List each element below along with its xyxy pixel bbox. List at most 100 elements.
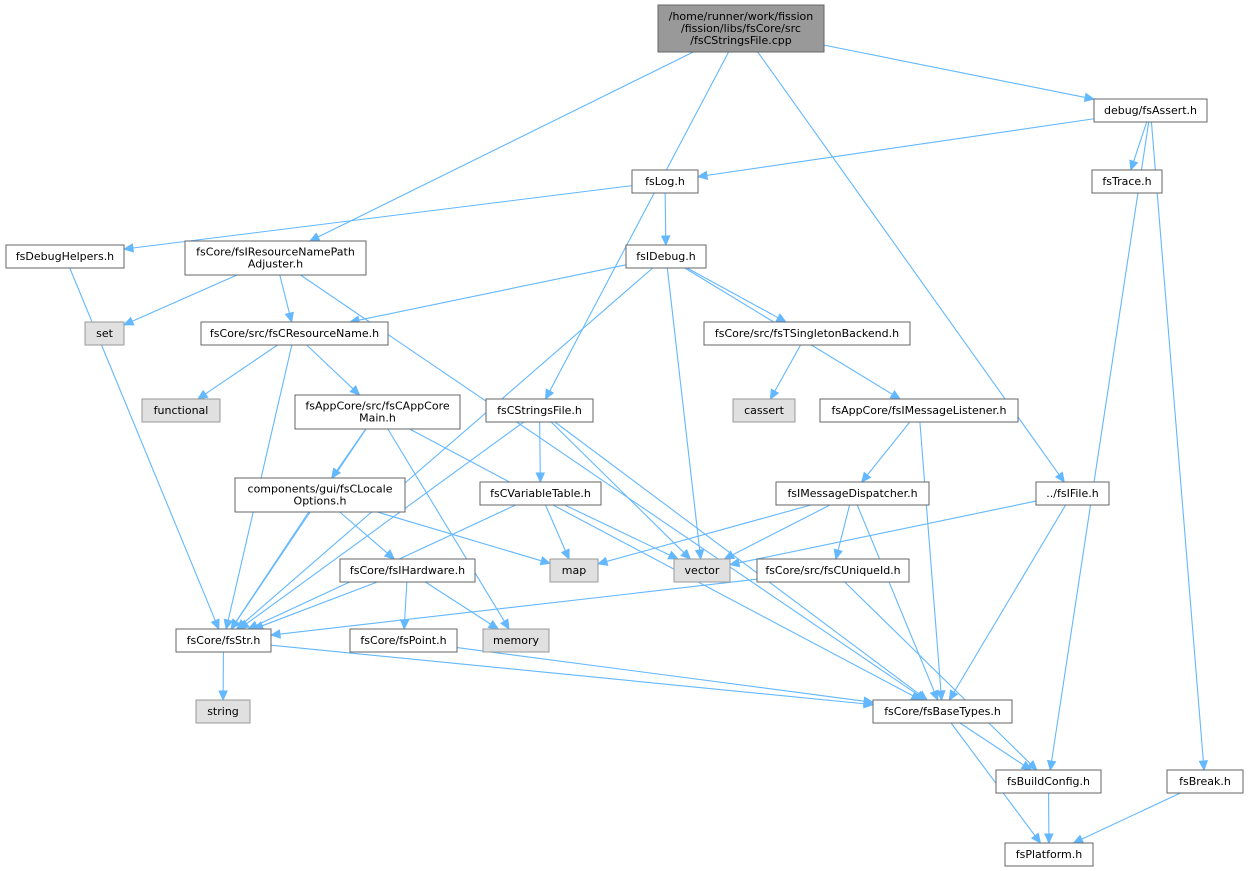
edge-fsIHardware-to-fsPoint [399,581,410,631]
node-map: map [549,558,599,583]
node-fsIFile[interactable]: ../fsIFile.h [1035,481,1110,506]
edge-fsCLocaleOptions-to-map [377,511,552,566]
node-label: Adjuster.h [248,258,303,271]
arrowhead-icon [833,548,843,561]
edge-line [866,421,911,476]
node-box [631,169,699,194]
node-label: fsLog.h [645,175,685,188]
arrowhead-icon [308,232,321,242]
node-fsCUniqueId[interactable]: fsCore/src/fsCUniqueId.h [756,558,910,583]
node-label: /fsCStringsFile.cpp [690,34,791,47]
arrowhead-icon [269,629,281,639]
edge-line [823,44,1086,98]
edge-line [132,185,633,249]
node-box [339,558,476,583]
node-fsDebugHelpers[interactable]: fsDebugHelpers.h [5,244,125,269]
arrowhead-icon [694,549,705,561]
node-fsPlatform[interactable]: fsPlatform.h [1004,842,1094,867]
edge-line [456,647,865,702]
node-label: map [562,564,586,577]
node-label: fsCVariableTable.h [490,487,591,500]
edge-fsIFile-to-vector [728,500,1037,568]
edge-line [1150,121,1204,762]
edge-fsAssert-to-fsBreak [1150,121,1209,772]
node-fsIHardware[interactable]: fsCore/fsIHardware.h [339,558,476,583]
node-label: fsAppCore/src/fsCAppCore [305,400,449,413]
edge-line [606,504,812,562]
node-label: string [207,705,239,718]
arrowhead-icon [284,311,294,324]
node-label: vector [685,564,720,577]
node-vector: vector [673,558,731,583]
node-label: fsCore/src/fsCUniqueId.h [765,564,900,577]
node-fsIMessageListener[interactable]: fsAppCore/fsIMessageListener.h [819,398,1019,423]
arrowhead-icon [929,689,939,702]
node-label: fsCore/fsStr.h [187,634,261,647]
edge-line [387,428,505,622]
arrowhead-icon [723,550,736,560]
node-label: /fission/libs/fsCore/src [681,22,801,35]
node-box [479,481,602,506]
node-box [234,477,406,513]
node-box [482,628,550,653]
node-fsIMessageDispatcher[interactable]: fsIMessageDispatcher.h [775,481,930,506]
node-label: fsCore/fsIResourceNamePath [196,246,355,259]
edge-fsIMessageDispatcher-to-fsBaseTypes [856,504,939,702]
node-fsCResourceName[interactable]: fsCore/src/fsCResourceName.h [200,321,389,346]
node-fsStr[interactable]: fsCore/fsStr.h [175,628,272,653]
edge-root-to-fsIResourceNamePathAdjuster [308,51,694,242]
edge-line [544,504,566,551]
node-fsCStringsFileH[interactable]: fsCStringsFile.h [485,398,594,423]
node-box [294,394,461,430]
edge-line [950,722,1036,837]
node-label: fsPlatform.h [1016,848,1082,861]
node-memory: memory [482,628,550,653]
arrowhead-icon [1026,759,1038,771]
arrowhead-icon [535,472,546,484]
arrowhead-icon [680,548,692,560]
node-box [200,321,389,346]
arrowhead-icon [238,619,250,630]
node-fsTrace[interactable]: fsTrace.h [1091,169,1163,194]
node-fsBreak[interactable]: fsBreak.h [1166,769,1244,794]
arrowhead-icon [660,235,671,247]
node-label: fsCore/fsBaseTypes.h [884,705,1001,718]
arrowhead-icon [1044,833,1054,845]
arrowhead-icon [1072,834,1085,844]
node-box [872,699,1013,724]
node-fsLog[interactable]: fsLog.h [631,169,699,194]
edge-fsAssert-to-fsTrace [1129,121,1148,172]
node-fsBaseTypes[interactable]: fsCore/fsBaseTypes.h [872,699,1013,724]
node-label: fsCore/src/fsCResourceName.h [210,327,379,340]
arrowhead-icon [399,619,410,631]
node-fsTSingletonBackend[interactable]: fsCore/src/fsTSingletonBackend.h [703,321,911,346]
node-box [1091,169,1163,194]
node-box [995,769,1102,794]
edge-fsCVariableTable-to-map [544,504,570,561]
edge-line [404,581,408,621]
edge-line [837,504,851,551]
node-label: fsCStringsFile.h [497,404,582,417]
edge-fsBaseTypes-to-fsBuildConfig [959,722,1033,771]
arrowhead-icon [1198,760,1209,772]
edge-line [539,421,541,474]
node-box [756,558,910,583]
node-fsIDebug[interactable]: fsIDebug.h [625,244,707,269]
node-functional: functional [141,398,221,423]
node-fsCVariableTable[interactable]: fsCVariableTable.h [479,481,602,506]
edge-line [425,581,491,625]
node-label: components/gui/fsCLocale [248,483,393,496]
node-fsBuildConfig[interactable]: fsBuildConfig.h [995,769,1102,794]
edge-fsIDebug-to-fsCResourceName [348,264,627,325]
edge-line [919,421,942,692]
node-label: fsTrace.h [1102,175,1151,188]
edge-fsLog-to-fsIDebug [660,192,671,247]
node-fsPoint[interactable]: fsCore/fsPoint.h [349,628,458,653]
node-fsAssert[interactable]: debug/fsAssert.h [1093,98,1208,123]
edge-fsCStringsFileH-to-fsCVariableTable [535,421,546,484]
node-label: functional [154,404,209,417]
